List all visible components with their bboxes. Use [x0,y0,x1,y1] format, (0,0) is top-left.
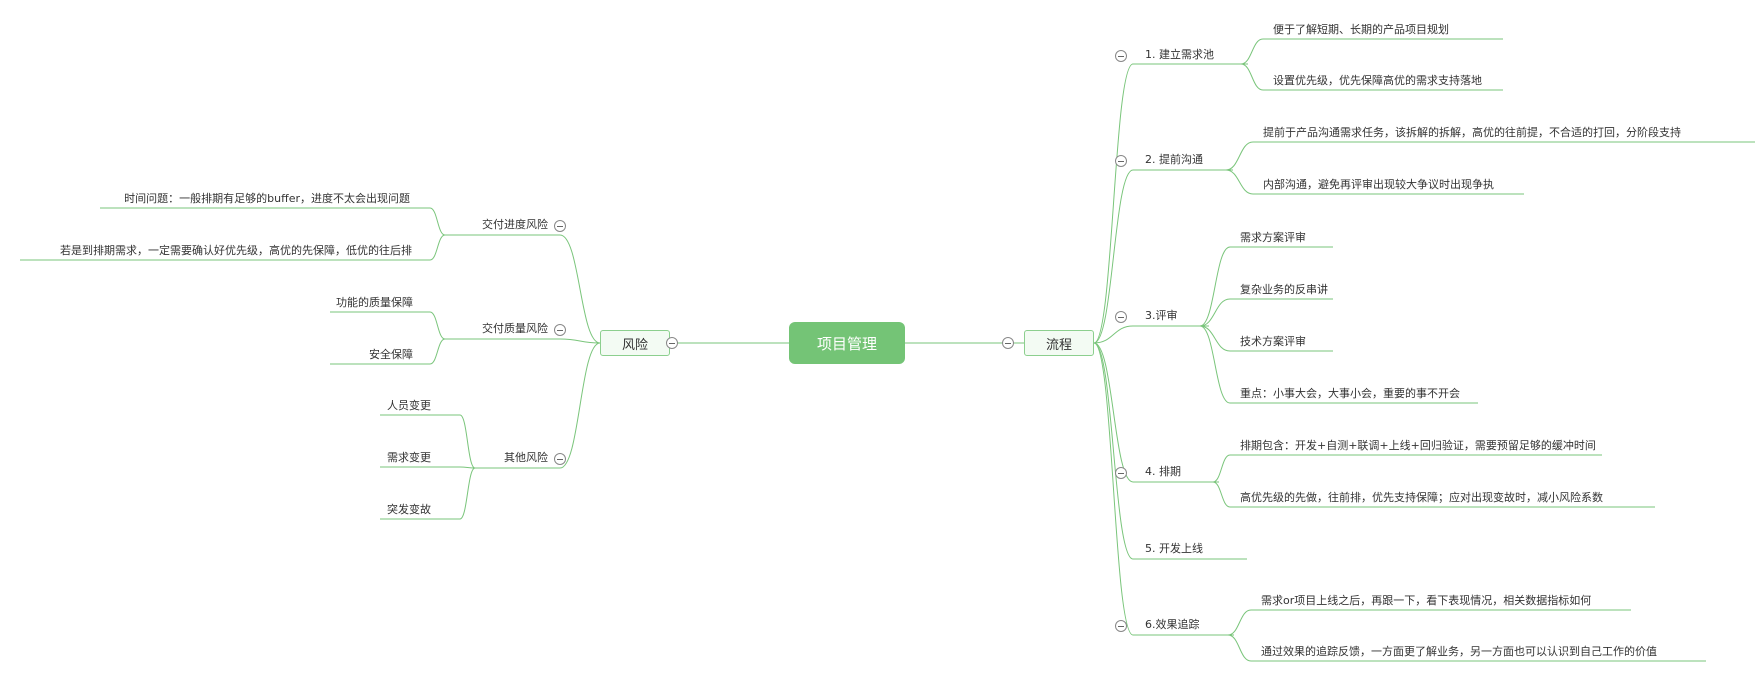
process-step-1[interactable]: 1. 建立需求池 [1145,48,1214,61]
risk-delivery-quality[interactable]: 交付质量风险 [482,322,548,335]
connector-line [1093,342,1134,560]
collapse-toggle-icon[interactable] [666,337,678,349]
leaf-text: 复杂业务的反串讲 [1240,283,1328,296]
collapse-toggle-icon[interactable] [554,220,566,232]
leaf-text: 若是到排期需求，一定需要确认好优先级，高优的先保障，低优的往后排 [60,244,412,257]
connector-line [1199,325,1231,404]
connector-line [1093,325,1134,344]
collapse-toggle-icon[interactable] [1002,337,1014,349]
connector-line [459,466,476,469]
process-step-3[interactable]: 3.评审 [1145,309,1178,322]
connector-line [1240,38,1264,65]
connector-line [1199,298,1231,327]
collapse-toggle-icon[interactable] [554,324,566,336]
connector-line [1225,169,1254,195]
root-topic-label: 项目管理 [816,334,877,353]
leaf-text: 内部沟通，避免再评审出现较大争议时出现争执 [1263,178,1494,191]
connector-line [1240,63,1264,91]
connector-line [559,234,601,344]
risk-other[interactable]: 其他风险 [504,451,548,464]
connector-line [1093,169,1134,344]
leaf-text: 功能的质量保障 [336,296,413,309]
connector-line [1093,342,1134,483]
leaf-text: 人员变更 [387,399,431,412]
leaf-text: 重点：小事大会，大事小会，重要的事不开会 [1240,387,1460,400]
connector-line [459,414,476,469]
branch-risk-label: 风险 [621,337,648,353]
process-step-2[interactable]: 2. 提前沟通 [1145,153,1203,166]
connector-line [1227,634,1252,662]
leaf-text: 设置优先级，优先保障高优的需求支持落地 [1273,74,1482,87]
connector-line [1212,481,1231,508]
connector-line [429,338,446,365]
connector-line [1199,325,1231,352]
branch-process-label: 流程 [1045,337,1072,353]
process-step-4[interactable]: 4. 排期 [1145,465,1181,478]
connector-line [1212,454,1231,483]
collapse-toggle-icon[interactable] [1115,311,1127,323]
connector-line [1093,63,1134,344]
collapse-toggle-icon[interactable] [1115,467,1127,479]
connector-line [429,207,446,236]
risk-delivery-progress[interactable]: 交付进度风险 [482,218,548,231]
branch-process[interactable]: 流程 [1024,330,1094,356]
connector-line [459,467,476,520]
connector-line [559,342,601,469]
leaf-text: 技术方案评审 [1240,335,1306,348]
leaf-text: 需求变更 [387,451,431,464]
connector-line [429,234,446,261]
connector-line [559,338,601,344]
leaf-text: 需求or项目上线之后，再跟一下，看下表现情况，相关数据指标如何 [1261,594,1592,607]
leaf-text: 时间问题：一般排期有足够的buffer，进度不太会出现问题 [124,192,410,205]
leaf-text: 需求方案评审 [1240,231,1306,244]
leaf-text: 通过效果的追踪反馈，一方面更了解业务，另一方面也可以认识到自己工作的价值 [1261,645,1657,658]
branch-risk[interactable]: 风险 [600,330,670,356]
leaf-text: 提前于产品沟通需求任务，该拆解的拆解，高优的往前提，不合适的打回，分阶段支持 [1263,126,1681,139]
leaf-text: 便于了解短期、长期的产品项目规划 [1273,23,1449,36]
connector-line [429,311,446,340]
collapse-toggle-icon[interactable] [1115,620,1127,632]
leaf-text: 排期包含：开发+自测+联调+上线+回归验证，需要预留足够的缓冲时间 [1240,439,1596,452]
connector-line [1199,246,1231,327]
connector-line [1225,141,1254,171]
process-step-5[interactable]: 5. 开发上线 [1145,542,1203,555]
connector-line [1093,342,1134,636]
connector-line [1227,609,1252,636]
leaf-text: 安全保障 [369,348,413,361]
collapse-toggle-icon[interactable] [554,453,566,465]
process-step-6[interactable]: 6.效果追踪 [1145,618,1200,631]
leaf-text: 高优先级的先做，往前排，优先支持保障；应对出现变故时，减小风险系数 [1240,491,1603,504]
collapse-toggle-icon[interactable] [1115,50,1127,62]
collapse-toggle-icon[interactable] [1115,155,1127,167]
root-topic[interactable]: 项目管理 [789,322,905,364]
leaf-text: 突发变故 [387,503,431,516]
